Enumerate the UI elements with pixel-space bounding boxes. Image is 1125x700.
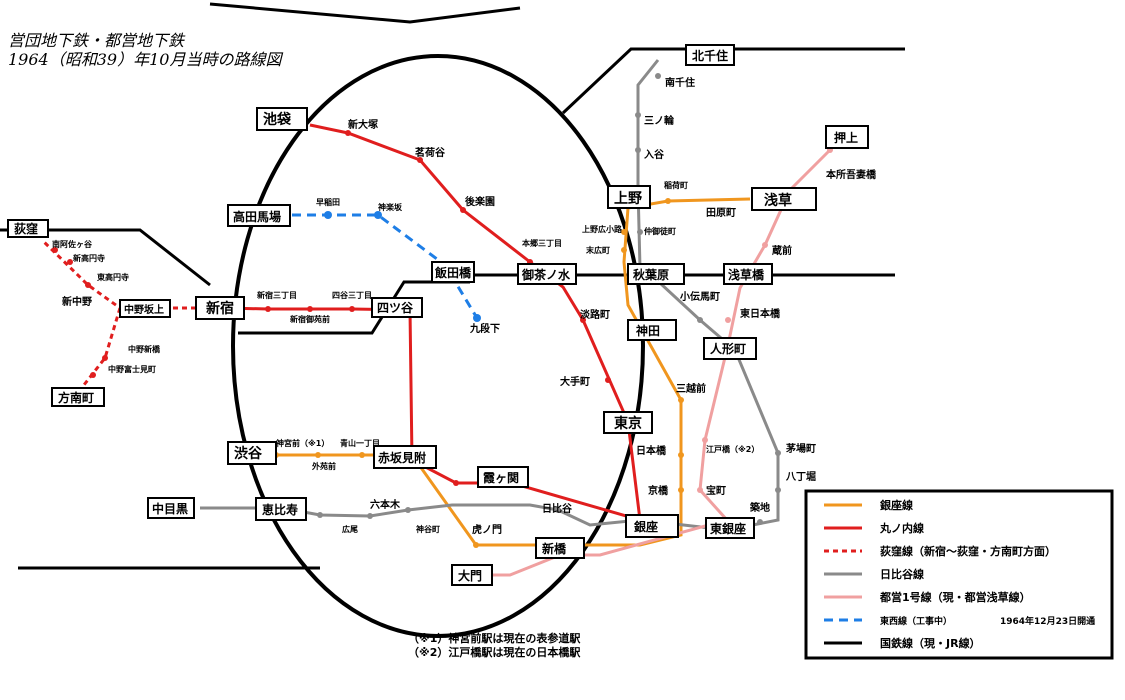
station-inaricho: 稲荷町 bbox=[664, 180, 688, 190]
station-minami-asagaya: 南阿佐ヶ谷 bbox=[52, 239, 93, 249]
station-ogikubo: 荻窪 bbox=[14, 221, 38, 236]
legend-label-marunouchi: 丸ノ内線 bbox=[879, 521, 924, 535]
map-title-line1: 営団地下鉄・都営地下鉄 bbox=[8, 31, 186, 50]
station-asakusabashi: 浅草橋 bbox=[728, 267, 765, 282]
station-waseda: 早稲田 bbox=[316, 197, 340, 207]
legend-label-ogikubo: 荻窪線（新宿〜荻窪・方南町方面） bbox=[880, 544, 1056, 558]
station-tokyo: 東京 bbox=[614, 415, 642, 432]
station-kyobashi: 京橋 bbox=[648, 484, 669, 497]
station-yotsuya-sanchome: 四谷三丁目 bbox=[332, 290, 372, 300]
station-aoyama-itchome: 青山一丁目 bbox=[340, 438, 380, 448]
station-suehirocho: 末広町 bbox=[586, 245, 610, 255]
hibiya-line bbox=[200, 59, 780, 532]
station-nakano-sakaue: 中野坂上 bbox=[124, 303, 164, 316]
station-gaienmae: 外苑前 bbox=[312, 461, 336, 471]
station-takaracho: 宝町 bbox=[706, 484, 726, 497]
station-edobashi: 江戸橋（※2） bbox=[706, 444, 759, 454]
station-kasumigaseki: 霞ヶ関 bbox=[483, 471, 519, 485]
station-hibiya: 日比谷 bbox=[542, 502, 573, 515]
station-myogadani: 茗荷谷 bbox=[415, 146, 446, 159]
legend-label-tozai: 東西線（工事中） bbox=[880, 615, 952, 627]
station-kanda: 神田 bbox=[636, 323, 660, 338]
station-shin-koenji: 新高円寺 bbox=[73, 253, 105, 263]
station-nakano-fujimicho: 中野富士見町 bbox=[108, 364, 156, 374]
station-awajicho: 淡路町 bbox=[580, 308, 610, 321]
station-shimbashi: 新橋 bbox=[542, 541, 567, 556]
station-naka-meguro: 中目黒 bbox=[152, 501, 188, 516]
station-shinjuku-gyoenmae: 新宿御苑前 bbox=[290, 314, 330, 324]
station-higashi-koenji: 東高円寺 bbox=[97, 272, 129, 282]
station-hatchobori: 八丁堀 bbox=[785, 470, 816, 483]
ginza-line bbox=[256, 197, 751, 547]
station-iriya: 入谷 bbox=[644, 148, 665, 161]
station-shin-nakano: 新中野 bbox=[62, 295, 92, 308]
station-jingumae: 神宮前（※1） bbox=[276, 438, 329, 448]
footnote-2: （※2）江戸橋駅は現在の日本橋駅 bbox=[408, 645, 580, 659]
station-daimon: 大門 bbox=[458, 568, 482, 583]
legend-label-hibiya: 日比谷線 bbox=[880, 567, 924, 581]
station-kayabacho: 茅場町 bbox=[786, 442, 816, 455]
station-naka-okachimachi: 仲御徒町 bbox=[644, 226, 676, 236]
legend-label-toei1: 都営1号線（現・都営浅草線） bbox=[879, 590, 1031, 604]
station-shibuya: 渋谷 bbox=[234, 445, 263, 462]
station-minowa: 三ノ輪 bbox=[644, 114, 675, 127]
station-ikebukuro: 池袋 bbox=[263, 111, 292, 128]
station-honjo-azumabashi: 本所吾妻橋 bbox=[826, 168, 877, 181]
jr-line-tohoku bbox=[561, 47, 905, 115]
station-roppongi: 六本木 bbox=[370, 498, 401, 511]
station-mitsukoshimae: 三越前 bbox=[676, 382, 706, 395]
station-higashi-ginza: 東銀座 bbox=[710, 521, 746, 536]
station-toranomon: 虎ノ門 bbox=[472, 523, 502, 536]
station-tawaramachi: 田原町 bbox=[706, 207, 736, 219]
map-title-line2: 1964（昭和39）年10月当時の路線図 bbox=[8, 50, 283, 69]
station-higashi-nihombashi: 東日本橋 bbox=[740, 307, 781, 320]
station-nihombashi: 日本橋 bbox=[636, 444, 667, 457]
station-akasaka-mitsuke: 赤坂見附 bbox=[378, 450, 426, 465]
station-tsukiji: 築地 bbox=[749, 501, 770, 514]
station-kagurazaka: 神楽坂 bbox=[378, 202, 403, 212]
station-ueno: 上野 bbox=[614, 191, 642, 207]
station-oshiage: 押上 bbox=[834, 130, 858, 145]
station-boxes bbox=[7, 44, 869, 586]
footnote-1: （※1）神宮前駅は現在の表参道駅 bbox=[408, 631, 580, 645]
station-ginza: 銀座 bbox=[633, 519, 658, 534]
station-shinjuku: 新宿 bbox=[206, 300, 234, 317]
station-nakano-shimbashi: 中野新橋 bbox=[128, 344, 161, 354]
station-ueno-hirokoji: 上野広小路 bbox=[582, 224, 623, 234]
station-kodemmacho: 小伝馬町 bbox=[679, 290, 720, 303]
station-kamiyacho: 神谷町 bbox=[416, 524, 440, 534]
station-hiroo: 広尾 bbox=[342, 524, 358, 534]
station-otemachi: 大手町 bbox=[560, 375, 590, 388]
jr-lines bbox=[0, 2, 905, 638]
yamanote-loop bbox=[231, 54, 645, 638]
tozai-line bbox=[292, 213, 479, 319]
station-iidabashi: 飯田橋 bbox=[434, 265, 472, 280]
legend-label-jr: 国鉄線（現・JR線） bbox=[880, 636, 981, 650]
legend-label-ginza: 銀座線 bbox=[880, 498, 913, 512]
station-kuramae: 蔵前 bbox=[772, 244, 792, 257]
jr-line-north-west bbox=[209, 2, 521, 24]
station-shinjuku-sanchome: 新宿三丁目 bbox=[257, 290, 297, 300]
station-asakusa: 浅草 bbox=[764, 192, 792, 209]
station-kita-senju: 北千住 bbox=[692, 48, 728, 63]
station-minami-senju: 南千住 bbox=[665, 76, 695, 89]
station-honancho: 方南町 bbox=[58, 390, 94, 405]
station-takadanobaba: 高田馬場 bbox=[233, 209, 281, 224]
station-kudanshita: 九段下 bbox=[469, 322, 500, 335]
legend: 銀座線 丸ノ内線 荻窪線（新宿〜荻窪・方南町方面） 日比谷線 都営1号線（現・都… bbox=[804, 489, 1114, 660]
station-shin-otsuka: 新大塚 bbox=[348, 118, 378, 131]
station-hongo-sanchome: 本郷三丁目 bbox=[521, 238, 562, 248]
station-yotsuya: 四ツ谷 bbox=[377, 300, 414, 315]
legend-note-tozai: 1964年12月23日開通 bbox=[1000, 615, 1095, 627]
station-akihabara: 秋葉原 bbox=[633, 267, 669, 282]
station-ebisu: 恵比寿 bbox=[262, 502, 298, 517]
station-korakuen: 後楽園 bbox=[465, 195, 495, 208]
station-ochanomizu: 御茶ノ水 bbox=[521, 267, 571, 282]
station-ningyocho: 人形町 bbox=[710, 341, 746, 356]
